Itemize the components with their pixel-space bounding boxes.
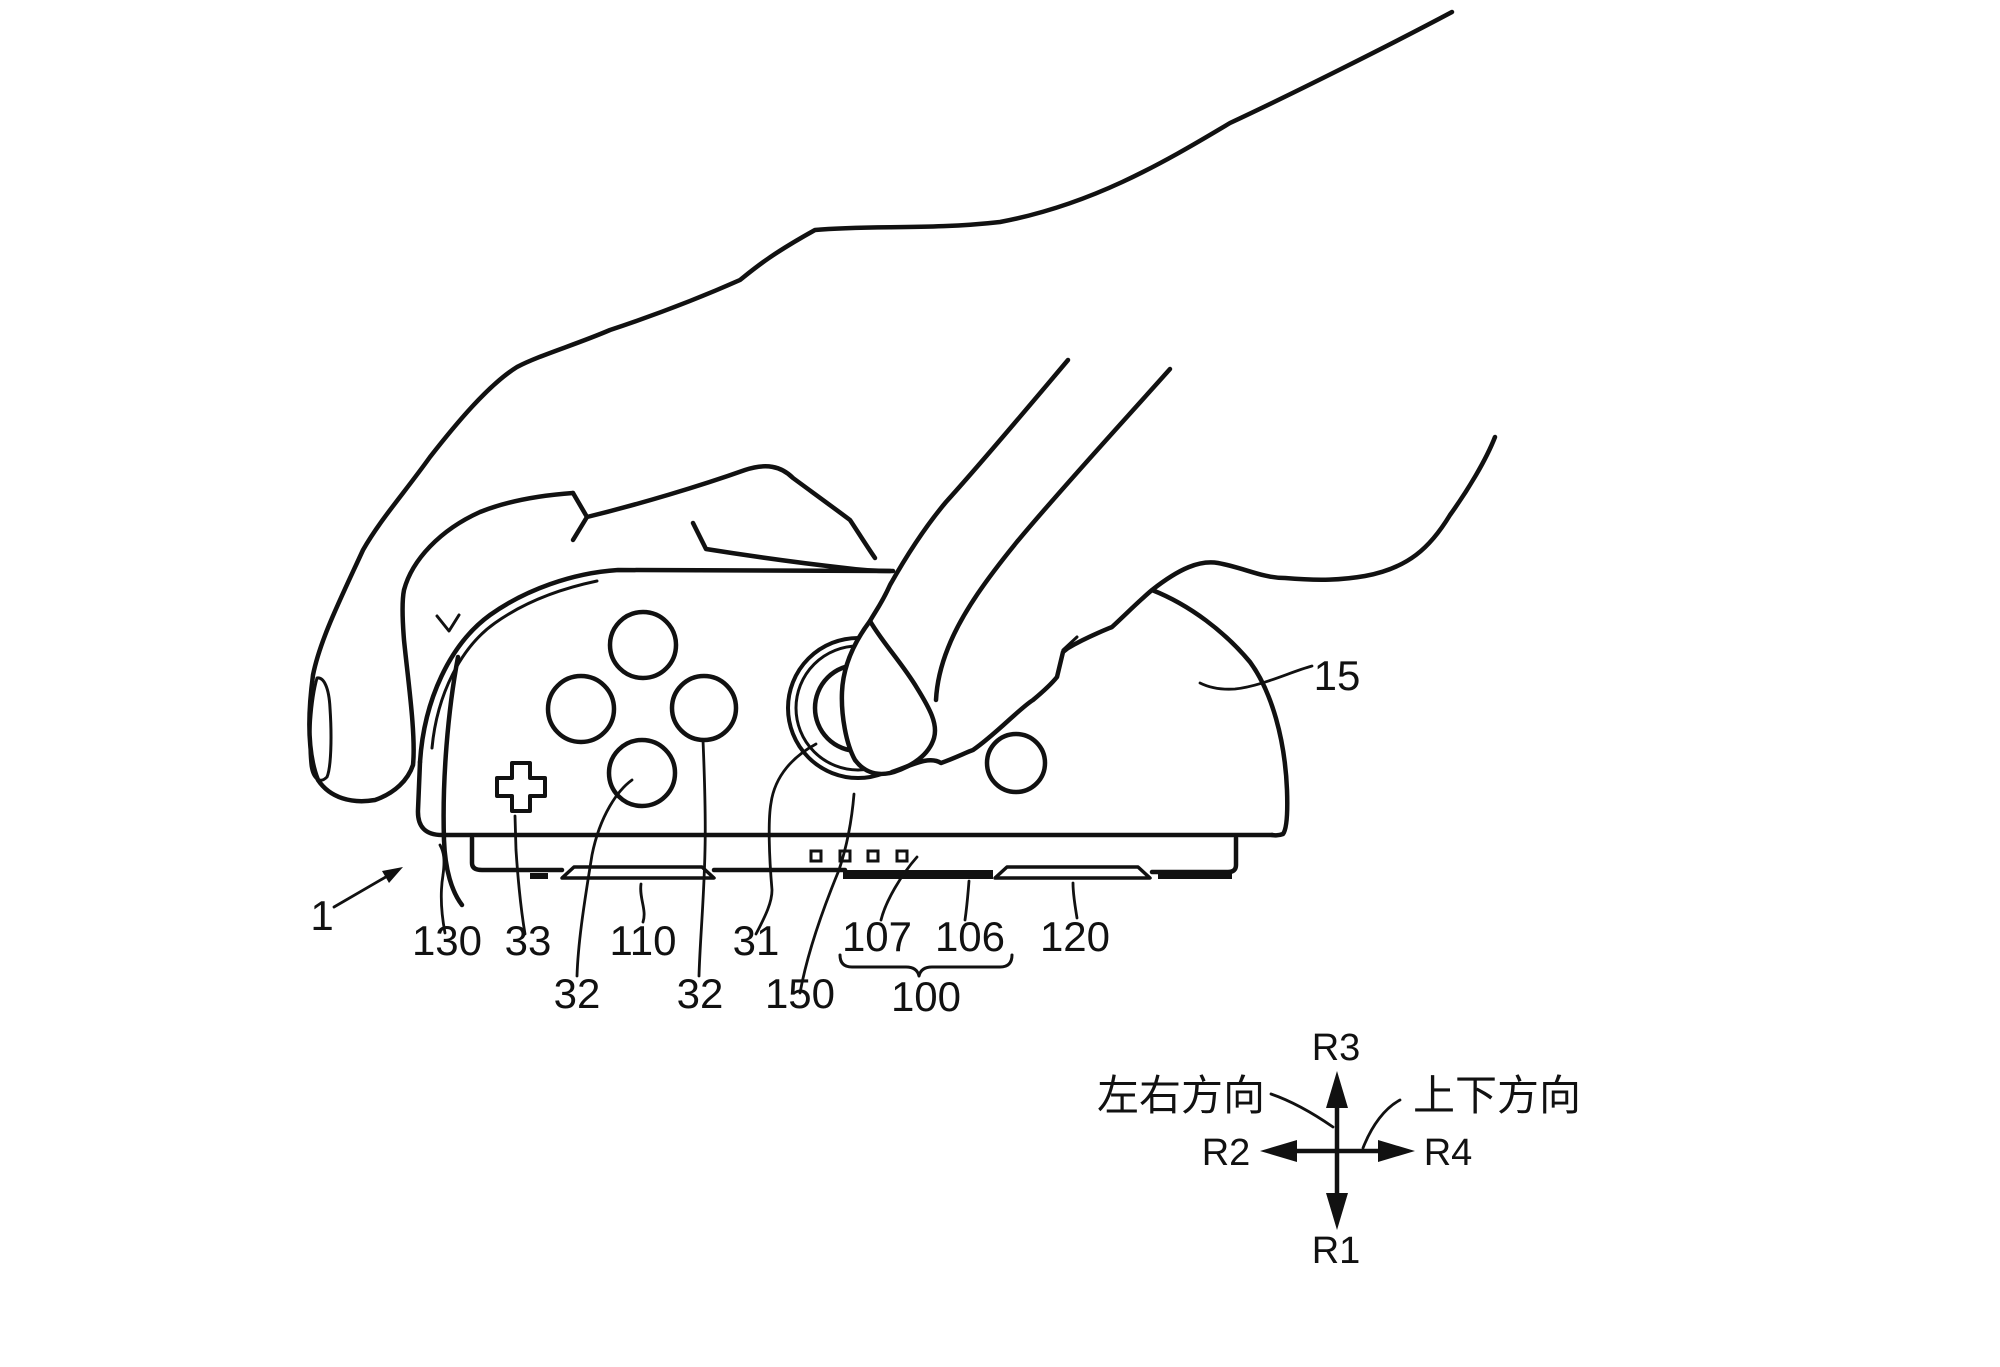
rail-bar-left — [560, 865, 716, 880]
arrow-down-icon — [1326, 1193, 1348, 1230]
button-right — [669, 673, 739, 743]
callout-150: 150 — [765, 970, 835, 1017]
arrow-left-icon — [1260, 1140, 1297, 1162]
controller-left-inner-arc — [430, 579, 599, 750]
callout-31: 31 — [733, 917, 780, 964]
arrow-up-icon — [1326, 1071, 1348, 1108]
leader-32-right — [697, 738, 707, 978]
second-finger-edge — [441, 654, 465, 908]
knuckle-spur — [1061, 635, 1079, 652]
callout-120: 120 — [1040, 913, 1110, 960]
controller-bottom-edge — [415, 759, 1275, 838]
leader-130 — [438, 843, 447, 935]
hand-lower-contour — [889, 434, 1498, 775]
rail-right-side — [1149, 835, 1239, 875]
controller-left-edge — [417, 567, 896, 765]
button-bottom — [606, 737, 678, 809]
leader-15 — [1198, 664, 1314, 691]
led-windows — [809, 849, 909, 863]
compass-label-r3: R3 — [1312, 1027, 1361, 1069]
rail-notch — [530, 873, 548, 879]
callout-32-left: 32 — [554, 970, 601, 1017]
callout-labels: 1 15 130 33 110 31 32 32 150 107 106 120… — [310, 652, 1360, 1020]
rail-left-side — [469, 835, 565, 873]
callout-100: 100 — [891, 973, 961, 1020]
thumb-left-edge — [867, 357, 1071, 624]
arrow-right-icon — [1378, 1140, 1415, 1162]
leader-33 — [513, 814, 527, 936]
controller-dome — [1149, 587, 1290, 838]
leader-110 — [639, 882, 646, 924]
compass-leader-right — [1361, 1098, 1402, 1150]
leader-1-arrowhead — [382, 867, 403, 883]
leader-32-left — [575, 778, 634, 978]
fingernail — [308, 676, 333, 782]
home-button — [984, 731, 1048, 795]
brace-100 — [838, 953, 1014, 978]
compass-leader-left — [1269, 1092, 1335, 1129]
rail-groove-center — [843, 870, 993, 879]
thumb-right-edge — [933, 366, 1173, 703]
callout-15: 15 — [1314, 652, 1361, 699]
round-buttons — [545, 609, 739, 809]
callout-leaders — [332, 664, 1314, 995]
finger-crease-upper — [570, 464, 878, 561]
leader-107 — [879, 855, 919, 922]
hand-illustration — [307, 9, 1498, 908]
button-top — [607, 609, 679, 681]
callout-33: 33 — [505, 917, 552, 964]
compass-label-r2: R2 — [1202, 1132, 1251, 1174]
callout-107: 107 — [842, 913, 912, 960]
button-left — [545, 673, 617, 745]
compass-axis-left-label: 左右方向 — [1097, 1072, 1265, 1119]
leader-120 — [1071, 881, 1079, 920]
leader-31 — [754, 742, 818, 936]
hand-silhouette — [309, 12, 1541, 802]
finger-crease-lower — [690, 520, 893, 574]
callout-106: 106 — [935, 913, 1005, 960]
callout-32-right: 32 — [677, 970, 724, 1017]
compass-label-r4: R4 — [1424, 1132, 1473, 1174]
rail-bar-right — [993, 865, 1152, 880]
leader-106 — [963, 879, 971, 922]
compass-label-r1: R1 — [1312, 1230, 1361, 1272]
callout-130: 130 — [412, 917, 482, 964]
callout-110: 110 — [610, 917, 677, 964]
callout-1: 1 — [310, 892, 333, 939]
finger-crease-upper-fork — [570, 514, 590, 543]
controller-corner-crease — [435, 613, 461, 633]
hand-back-contour — [307, 9, 1455, 804]
direction-compass: R3 R1 R2 R4 左右方向 上下方向 — [1097, 1027, 1581, 1272]
compass-axis-right-label: 上下方向 — [1413, 1072, 1581, 1119]
plus-button — [495, 761, 547, 813]
rail-groove-right — [1158, 871, 1232, 879]
leader-150 — [798, 792, 856, 995]
